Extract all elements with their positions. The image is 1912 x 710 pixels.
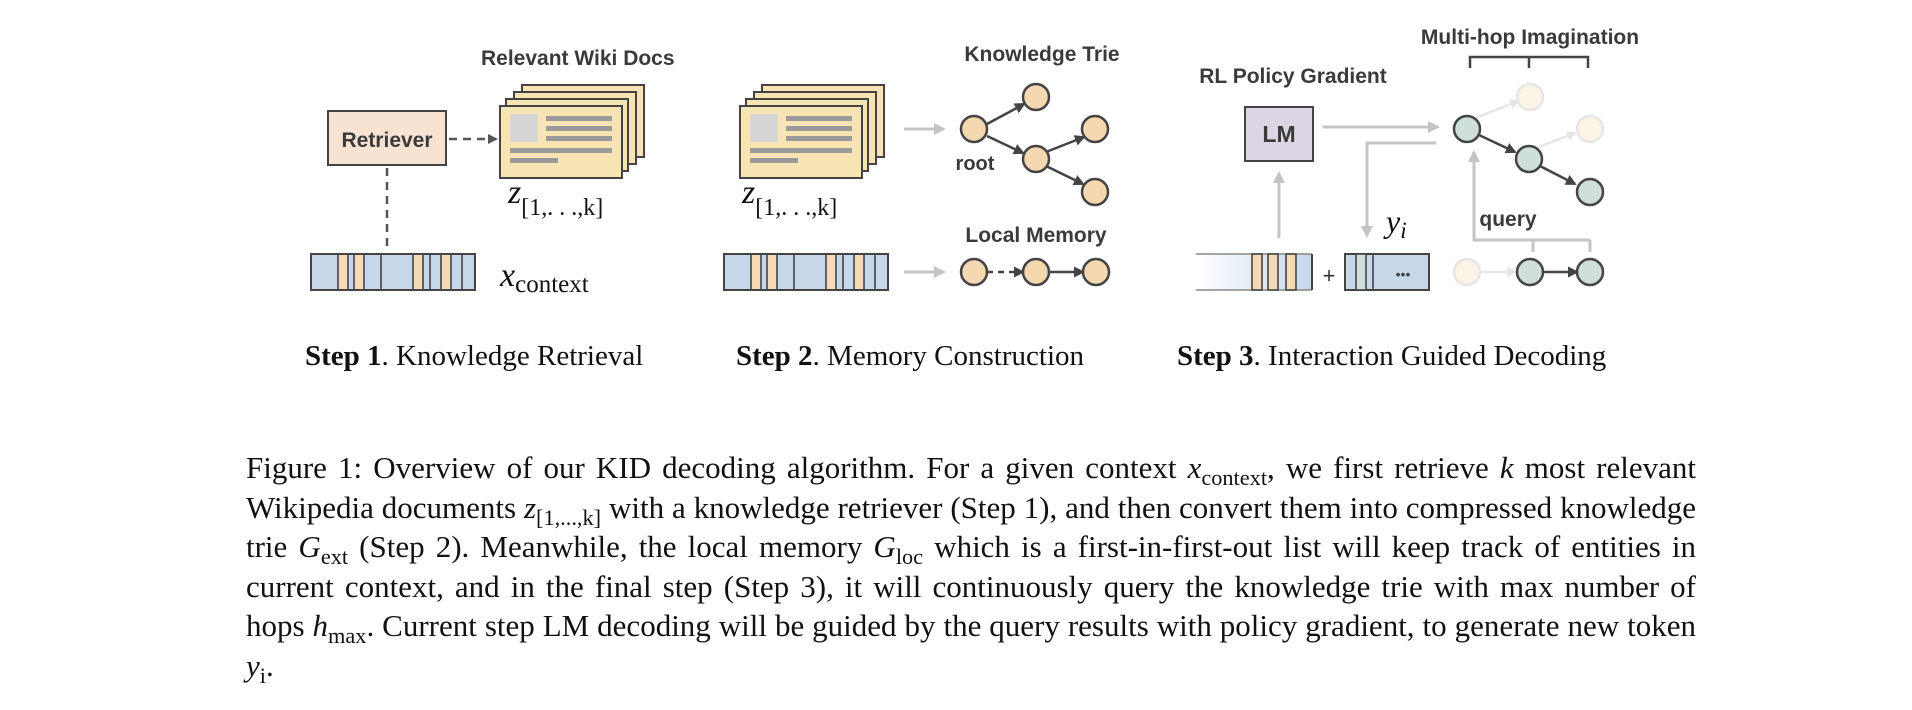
step1-panel: Relevant Wiki Docs Retriever z[1,. . .,k… bbox=[305, 47, 675, 372]
knowledge-trie-label: Knowledge Trie bbox=[964, 43, 1119, 66]
wiki-docs-stack-1 bbox=[499, 84, 645, 179]
step2-panel: z[1,. . .,k] Knowledge Trie root Local M… bbox=[723, 43, 1120, 372]
local-memory-list bbox=[959, 257, 1111, 287]
step2-caption: Step 2. Memory Construction bbox=[736, 340, 1084, 372]
imagination-to-token-arrow bbox=[1361, 141, 1436, 238]
context-token-bar-2 bbox=[723, 253, 889, 291]
lm-label: LM bbox=[1262, 121, 1295, 147]
root-label: root bbox=[956, 153, 995, 175]
knowledge-trie bbox=[959, 82, 1110, 207]
query-arrow bbox=[1468, 150, 1535, 252]
figure-diagram: Relevant Wiki Docs Retriever z[1,. . .,k… bbox=[305, 26, 1639, 372]
local-memory-list-3 bbox=[1452, 257, 1605, 287]
z-docs-math: z[1,. . .,k] bbox=[507, 174, 603, 221]
relevant-wiki-docs-label: Relevant Wiki Docs bbox=[481, 47, 675, 70]
svg-text:•••: ••• bbox=[1396, 266, 1411, 282]
step3-caption: Step 3. Interaction Guided Decoding bbox=[1177, 340, 1606, 372]
retriever-box bbox=[327, 110, 447, 166]
plus-sign: + bbox=[1323, 263, 1336, 288]
lm-box bbox=[1244, 106, 1314, 162]
rl-policy-gradient-label: RL Policy Gradient bbox=[1199, 65, 1387, 88]
z-docs-math-2: z[1,. . .,k] bbox=[741, 174, 837, 221]
multi-hop-bracket bbox=[1468, 55, 1590, 68]
x-context-math: xcontext bbox=[499, 257, 589, 298]
step1-caption: Step 1. Knowledge Retrieval bbox=[305, 340, 643, 372]
step3-panel: RL Policy Gradient Multi-hop Imagination… bbox=[1177, 26, 1639, 372]
figure-caption: Figure 1: Overview of our KID decoding a… bbox=[246, 450, 1697, 688]
context-token-bar-1 bbox=[310, 253, 476, 291]
local-memory-label: Local Memory bbox=[965, 224, 1107, 247]
y-i-math: yi bbox=[1383, 203, 1407, 243]
wiki-docs-stack-2 bbox=[739, 84, 885, 179]
context-token-bar-3 bbox=[1196, 253, 1313, 291]
retriever-label: Retriever bbox=[341, 129, 432, 152]
multi-hop-imagination-label: Multi-hop Imagination bbox=[1421, 26, 1639, 49]
imagination-graph bbox=[1452, 82, 1605, 207]
new-token-bar: ••• bbox=[1344, 253, 1430, 291]
query-label: query bbox=[1479, 208, 1537, 231]
